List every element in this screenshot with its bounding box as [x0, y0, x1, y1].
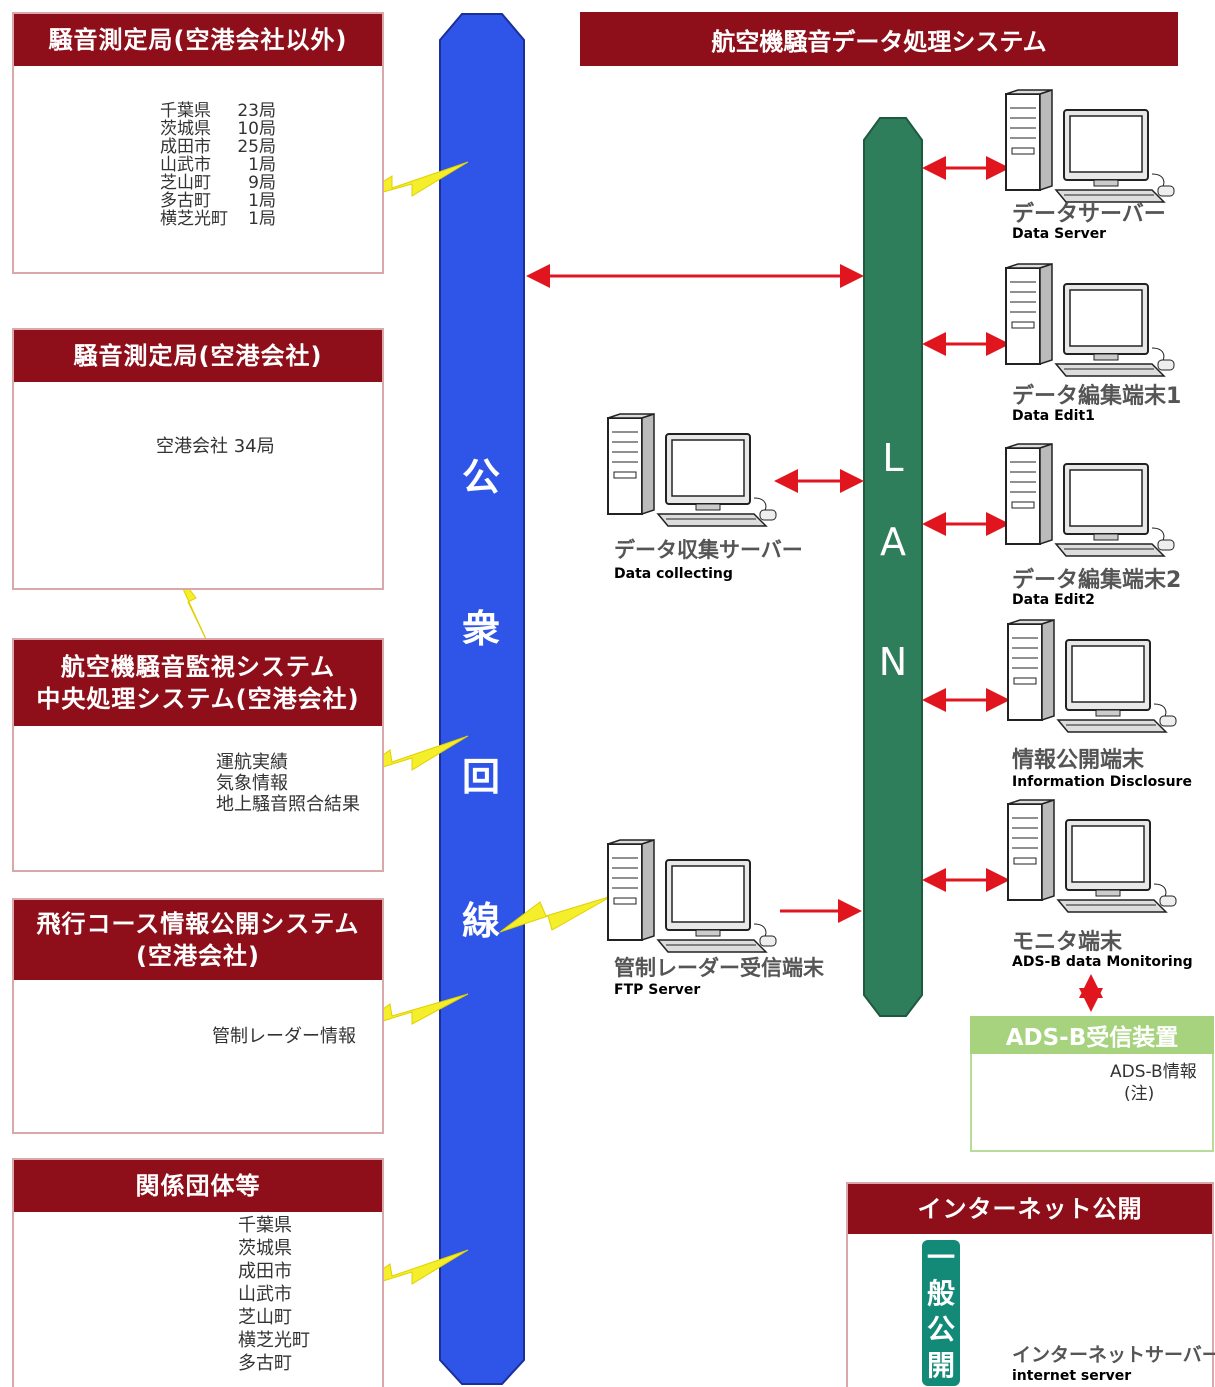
- station-names: 千葉県 茨城県 成田市 山武市 芝山町 多古町 横芝光町: [160, 102, 228, 228]
- info-disclosure-label-en: Information Disclosure: [1012, 774, 1192, 790]
- public-line-bus: [439, 13, 525, 1385]
- org-item: 横芝光町: [238, 1330, 310, 1351]
- noise-stations-airport-panel: 騒音測定局(空港会社): [12, 328, 384, 590]
- data-edit1-label-en: Data Edit1: [1012, 408, 1095, 424]
- system-title-banner: 航空機騒音データ処理システム: [580, 12, 1178, 66]
- info-line: 地上騒音照合結果: [216, 794, 360, 816]
- data-server-label: データサーバー: [1012, 202, 1166, 227]
- public-line-char: 公: [461, 455, 500, 499]
- station-name: 横芝光町: [160, 209, 228, 229]
- station-count: 23局: [237, 101, 276, 121]
- lan-char: A: [880, 520, 906, 564]
- panel-title: インターネット公開: [848, 1184, 1212, 1234]
- org-item: 千葉県: [238, 1215, 292, 1236]
- lan-bus: [863, 117, 923, 1017]
- ads-b-note: (注): [1124, 1084, 1155, 1104]
- station-count: 1局: [248, 155, 276, 175]
- connection-arrows: [526, 156, 1103, 1012]
- data-edit2-label-en: Data Edit2: [1012, 592, 1095, 608]
- panel-title-line: (空港会社): [136, 942, 260, 970]
- station-count: 9局: [248, 173, 276, 193]
- info-line: 運航実績: [216, 752, 288, 773]
- panel-title-line: 飛行コース情報公開システム: [36, 909, 360, 938]
- station-name: 山武市: [160, 155, 211, 175]
- station-name: 芝山町: [160, 173, 211, 193]
- general-public-badge: 一 般 公 開: [922, 1240, 960, 1386]
- lan-char: N: [878, 640, 908, 684]
- public-line-char: 回: [461, 755, 500, 799]
- station-name: 茨城県: [160, 119, 211, 139]
- ftp-server-label: 管制レーダー受信端末: [614, 956, 824, 980]
- info-line: 気象情報: [216, 773, 288, 795]
- internet-server-label-en: internet server: [1012, 1368, 1132, 1384]
- panel-title-line: 航空機騒音監視システム: [60, 652, 336, 681]
- panel-title: 騒音測定局(空港会社以外): [14, 14, 382, 66]
- station-count: 25局: [237, 137, 276, 157]
- station-counts: 23局 10局 25局 1局 9局 1局 1局: [230, 102, 276, 228]
- station-count: 1局: [248, 191, 276, 211]
- org-item: 茨城県: [238, 1238, 292, 1259]
- noise-stations-other-panel: 騒音測定局(空港会社以外): [12, 12, 384, 274]
- monitor-terminal-label-en: ADS-B data Monitoring: [1012, 954, 1193, 970]
- ads-b-title: ADS-B受信装置: [970, 1016, 1214, 1054]
- badge-char: 般: [926, 1277, 955, 1310]
- internet-publication-panel: インターネット公開: [846, 1182, 1214, 1387]
- related-orgs-panel: 関係団体等: [12, 1158, 384, 1387]
- org-list: 千葉県 茨城県 成田市 山武市 芝山町 横芝光町 多古町: [238, 1214, 310, 1375]
- org-item: 山武市: [238, 1284, 292, 1305]
- data-collecting-label-en: Data collecting: [614, 566, 733, 582]
- public-line-char: 線: [461, 899, 500, 943]
- badge-char: 公: [926, 1313, 955, 1346]
- org-item: 成田市: [238, 1261, 292, 1282]
- station-name: 多古町: [160, 191, 211, 211]
- public-line-char: 衆: [461, 607, 500, 651]
- monitoring-system-panel: 航空機騒音監視システム 中央処理システム(空港会社): [12, 638, 384, 872]
- data-collecting-label: データ収集サーバー: [614, 538, 803, 562]
- station-count: 1局: [248, 209, 276, 229]
- monitor-terminal-label: モニタ端末: [1012, 930, 1123, 955]
- data-edit1-label: データ編集端末1: [1012, 384, 1182, 409]
- org-item: 芝山町: [238, 1307, 292, 1328]
- data-server-label-en: Data Server: [1012, 226, 1107, 242]
- panel-title: 飛行コース情報公開システム (空港会社): [14, 900, 382, 980]
- badge-char: 開: [926, 1349, 955, 1382]
- airport-stations-text: 空港会社 34局: [156, 436, 275, 457]
- panel-title-line: 中央処理システム(空港会社): [36, 685, 360, 713]
- panel-title: 航空機騒音監視システム 中央処理システム(空港会社): [14, 640, 382, 726]
- flight-course-panel: 飛行コース情報公開システム (空港会社): [12, 898, 384, 1134]
- data-edit2-label: データ編集端末2: [1012, 568, 1182, 593]
- internet-server-label: インターネットサーバー: [1012, 1344, 1215, 1366]
- lan-char: L: [882, 436, 904, 480]
- org-item: 多古町: [238, 1353, 292, 1374]
- badge-char: 一: [926, 1241, 955, 1274]
- info-disclosure-label: 情報公開端末: [1012, 748, 1145, 773]
- station-name: 千葉県: [160, 101, 211, 121]
- monitor-info-lines: 運航実績 気象情報 地上騒音照合結果: [216, 752, 360, 816]
- panel-title: 関係団体等: [14, 1160, 382, 1212]
- ftp-server-label-en: FTP Server: [614, 982, 701, 998]
- station-name: 成田市: [160, 137, 211, 157]
- radar-info-text: 管制レーダー情報: [212, 1026, 356, 1047]
- panel-title: 騒音測定局(空港会社): [14, 330, 382, 382]
- station-count: 10局: [237, 119, 276, 139]
- ads-b-info: ADS-B情報: [1110, 1062, 1197, 1082]
